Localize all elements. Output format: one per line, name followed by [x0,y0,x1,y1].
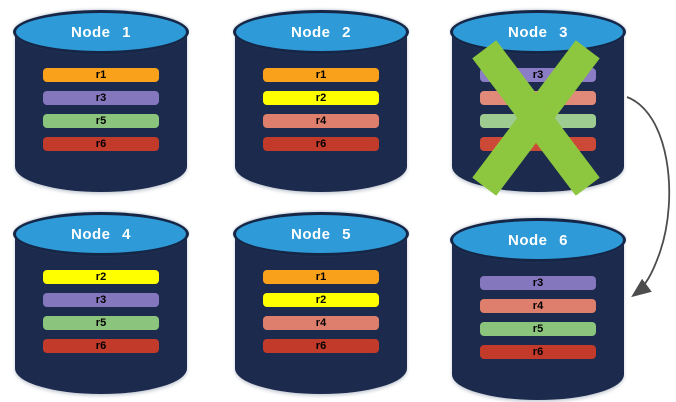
replica-bar: r5 [43,316,159,330]
node-title: Node 4 [70,225,131,243]
replica-list: r1 r3 r5 r6 [43,68,159,151]
node-title: Node 6 [507,231,568,249]
node-6-cylinder: Node 6 r3 r4 r5 r6 [450,218,626,400]
node-2-cylinder: Node 2 r1 r2 r4 r6 [233,10,409,192]
replica-bar: r5 [480,322,596,336]
node-1-cylinder: Node 1 r1 r3 r5 r6 [13,10,189,192]
replica-bar: r6 [263,339,379,353]
node-4-cylinder-body [15,234,187,394]
replica-bar: r4 [263,316,379,330]
node-3-cylinder: Node 3 r3 [450,10,626,196]
node-6-cylinder-top: Node 6 [450,218,626,262]
replica-bar: r6 [43,339,159,353]
replica-bar: r2 [43,270,159,284]
node-title: Node 1 [70,23,131,41]
node-6-cylinder-body [452,240,624,400]
replica-bar: r6 [480,345,596,359]
node-2-cylinder-top: Node 2 [233,10,409,54]
replica-bar: r1 [43,68,159,82]
node-title: Node 3 [507,23,568,41]
replica-bar: r4 [263,114,379,128]
replica-bar: r3 [43,91,159,105]
failover-arrow-path [626,96,671,298]
replica-bar: r6 [43,137,159,151]
replica-bar: r3 [43,293,159,307]
replica-list: r1 r2 r4 r6 [263,68,379,151]
node-1-cylinder-body [15,32,187,192]
replica-bar: r4 [480,299,596,313]
node-3-cylinder-top: Node 3 [450,10,626,54]
node-4-cylinder-top: Node 4 [13,212,189,256]
node-5-cylinder-body [235,234,407,394]
node-title: Node 5 [290,225,351,243]
node-5-cylinder: Node 5 r1 r2 r4 r6 [233,212,409,394]
replica-list: r3 r4 r5 r6 [480,276,596,359]
replica-bar: r1 [263,270,379,284]
replica-list: r2 r3 r5 r6 [43,270,159,353]
node-2-cylinder-body [235,32,407,192]
replica-bar: r2 [263,293,379,307]
replica-bar: r2 [263,91,379,105]
node-title: Node 2 [290,23,351,41]
node-1-cylinder-top: Node 1 [13,10,189,54]
replica-bar: r6 [263,137,379,151]
node-5-cylinder-top: Node 5 [233,212,409,256]
replica-bar: r5 [43,114,159,128]
failure-x-icon [472,40,600,196]
replica-bar: r3 [480,276,596,290]
replica-bar: r1 [263,68,379,82]
replica-list: r1 r2 r4 r6 [263,270,379,353]
node-4-cylinder: Node 4 r2 r3 r5 r6 [13,212,189,394]
